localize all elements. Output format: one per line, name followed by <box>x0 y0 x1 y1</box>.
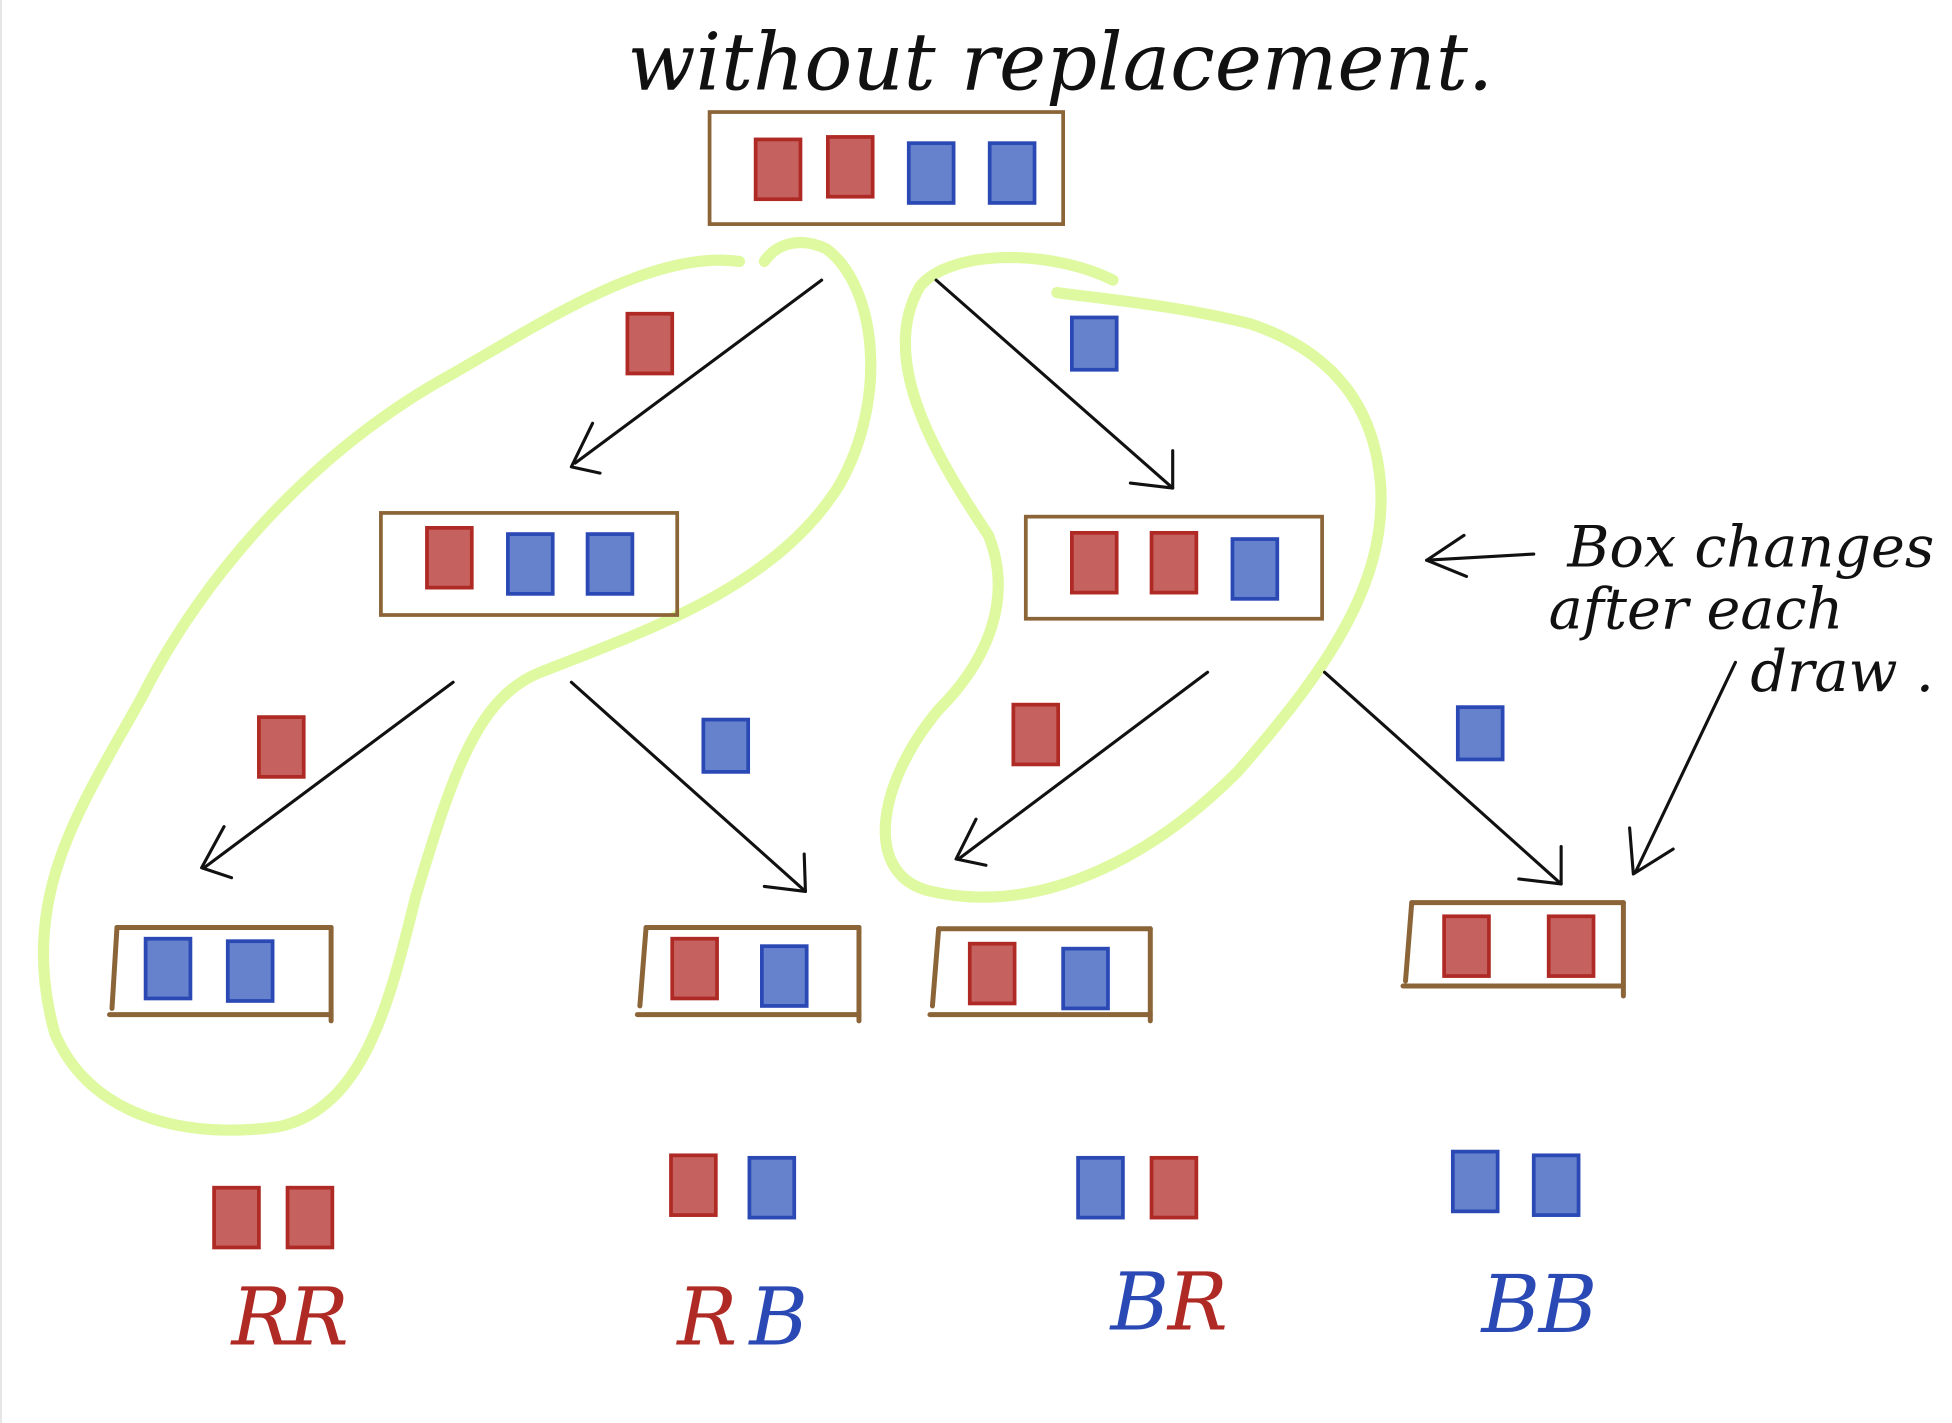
level1-right-red-tile <box>1149 530 1199 595</box>
level2-box-4 <box>1400 900 1626 999</box>
outcome-1-red-tile <box>285 1185 335 1250</box>
arrow-right-to-rr <box>1323 670 1563 886</box>
level2-box-1-blue-tile <box>225 939 275 1003</box>
annotation-arrow-bottom <box>1628 660 1737 876</box>
outcome-3-blue-tile <box>1076 1155 1125 1220</box>
drawn-root-left-red-tile <box>625 311 675 376</box>
outcome-2-label-red: R <box>675 1271 737 1364</box>
outcome-3-label-blue: B <box>1108 1256 1169 1349</box>
outcome-1-label-red: R <box>230 1271 292 1364</box>
outcome-2-label-blue: B <box>747 1271 808 1364</box>
level1-left-blue-tile <box>585 532 635 596</box>
highlight-loop-left <box>37 236 877 1136</box>
outcome-4-blue-tile <box>1531 1153 1581 1217</box>
level1-box-right <box>1023 514 1324 621</box>
root-blue-tile <box>906 141 956 205</box>
level2-box-1-blue-tile <box>143 936 193 1001</box>
drawn-right-right-blue-tile <box>1455 705 1505 762</box>
outcome-4-label-blue: B <box>1479 1258 1540 1351</box>
outcome-2-blue-tile <box>747 1155 797 1220</box>
level1-left-red-tile <box>425 525 474 590</box>
level1-left-blue-tile <box>506 532 555 596</box>
annotation-line-2: after each <box>1549 576 1844 643</box>
root-box <box>707 110 1066 226</box>
level2-box-2 <box>634 925 862 1024</box>
arrow-left-to-ll <box>200 680 455 880</box>
level2-box-4-red-tile <box>1442 914 1491 978</box>
outcome-3-red-tile <box>1149 1155 1199 1220</box>
drawn-left-left-red-tile <box>257 715 306 779</box>
annotation-line-1: Box changes <box>1566 513 1934 580</box>
annotation-arrow-top <box>1425 533 1536 578</box>
level1-right-blue-tile <box>1230 537 1280 601</box>
outcome-4-blue-tile <box>1450 1149 1500 1214</box>
diagram-title: without replacement. <box>627 16 1493 109</box>
level2-box-2-red-tile <box>670 936 719 1001</box>
level2-box-3-blue-tile <box>1061 946 1110 1011</box>
drawn-right-left-red-tile <box>1011 702 1061 767</box>
level2-box-3-red-tile <box>967 941 1017 1006</box>
highlight-loop-right <box>879 251 1387 903</box>
root-blue-tile <box>987 141 1037 205</box>
level1-right-red-tile <box>1069 530 1119 595</box>
outcome-3-label-red: R <box>1166 1256 1228 1349</box>
outcome-1-red-tile <box>212 1185 261 1250</box>
arrow-root-to-right <box>934 278 1175 490</box>
level2-box-2-blue-tile <box>759 944 809 1008</box>
level2-box-3 <box>927 926 1153 1024</box>
level2-box-4-red-tile <box>1546 914 1596 978</box>
annotation-line-3: draw . <box>1750 638 1934 705</box>
arrow-root-to-left <box>569 278 824 475</box>
outcome-2-red-tile <box>669 1153 718 1217</box>
drawn-left-right-blue-tile <box>701 717 751 774</box>
root-red-tile <box>825 135 875 199</box>
canvas-edge <box>0 0 2 1423</box>
outcome-4-label-blue: B <box>1537 1258 1598 1351</box>
level2-box-1 <box>107 925 334 1024</box>
arrow-left-to-lr <box>569 680 807 893</box>
level1-box-left <box>379 511 680 617</box>
drawn-root-right-blue-tile <box>1069 315 1119 372</box>
root-red-tile <box>753 137 803 202</box>
arrow-right-to-rl <box>954 670 1210 867</box>
outcome-1-label-red: R <box>287 1271 349 1364</box>
